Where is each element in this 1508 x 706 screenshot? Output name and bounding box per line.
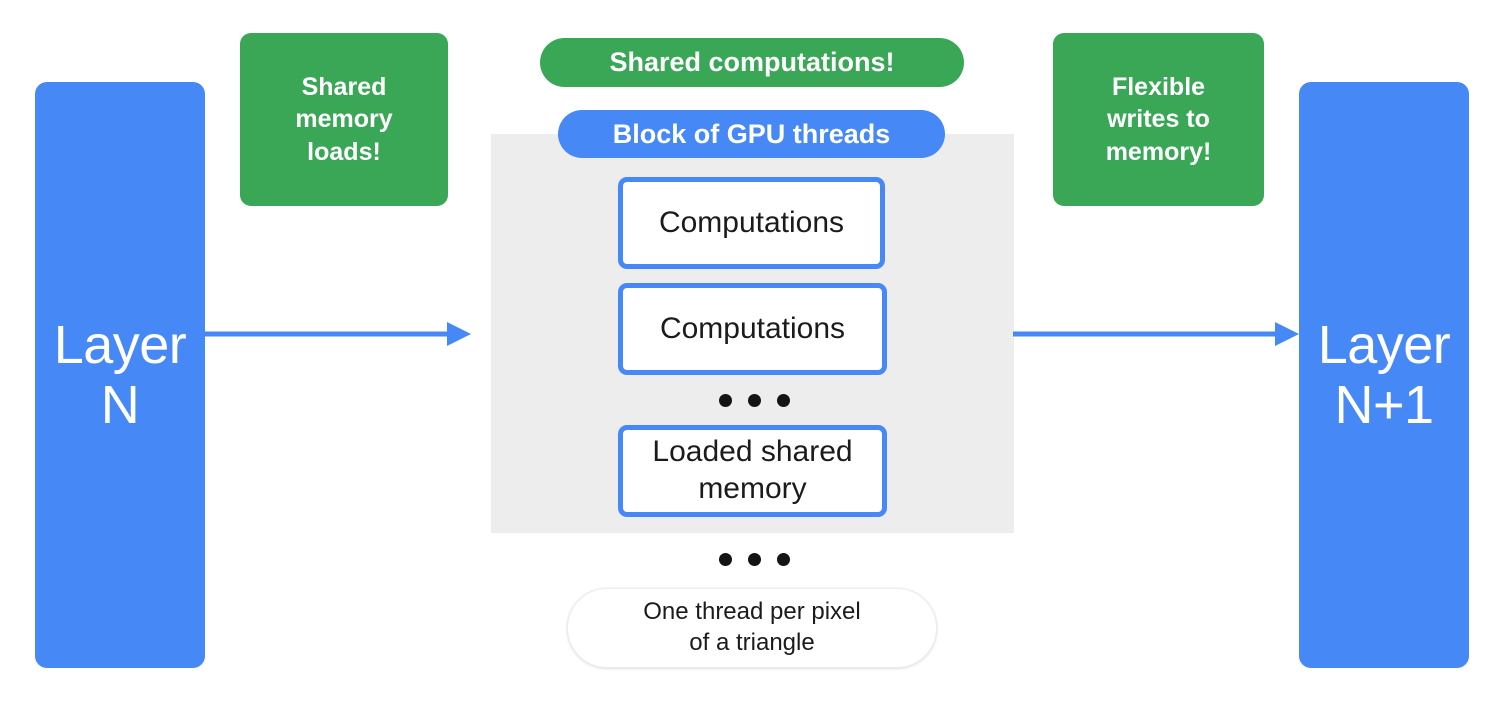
- thread-box-loaded-shared-memory: Loaded shared memory: [618, 425, 887, 517]
- callout-shared-memory-loads: Shared memory loads!: [240, 33, 448, 206]
- layer-n-block: Layer N: [35, 82, 205, 668]
- pill-one-thread-per-pixel: One thread per pixel of a triangle: [567, 588, 937, 668]
- thread-box-computations-1: Computations: [618, 177, 885, 269]
- ellipsis-inside-block: [719, 394, 790, 407]
- ellipsis-dot: [748, 394, 761, 407]
- ellipsis-dot: [777, 553, 790, 566]
- arrow-layer-n-to-block: [203, 318, 473, 355]
- ellipsis-dot: [719, 394, 732, 407]
- ellipsis-dot: [777, 394, 790, 407]
- ellipsis-dot: [719, 553, 732, 566]
- layer-n-plus-1-block: Layer N+1: [1299, 82, 1469, 668]
- ellipsis-dot: [748, 553, 761, 566]
- callout-flexible-writes-to-memory: Flexible writes to memory!: [1053, 33, 1264, 206]
- pill-block-of-gpu-threads: Block of GPU threads: [558, 110, 945, 158]
- arrow-block-to-layer-n1: [1013, 318, 1301, 355]
- thread-box-computations-2: Computations: [618, 283, 887, 375]
- ellipsis-below-block: [719, 553, 790, 566]
- pill-shared-computations: Shared computations!: [540, 38, 964, 87]
